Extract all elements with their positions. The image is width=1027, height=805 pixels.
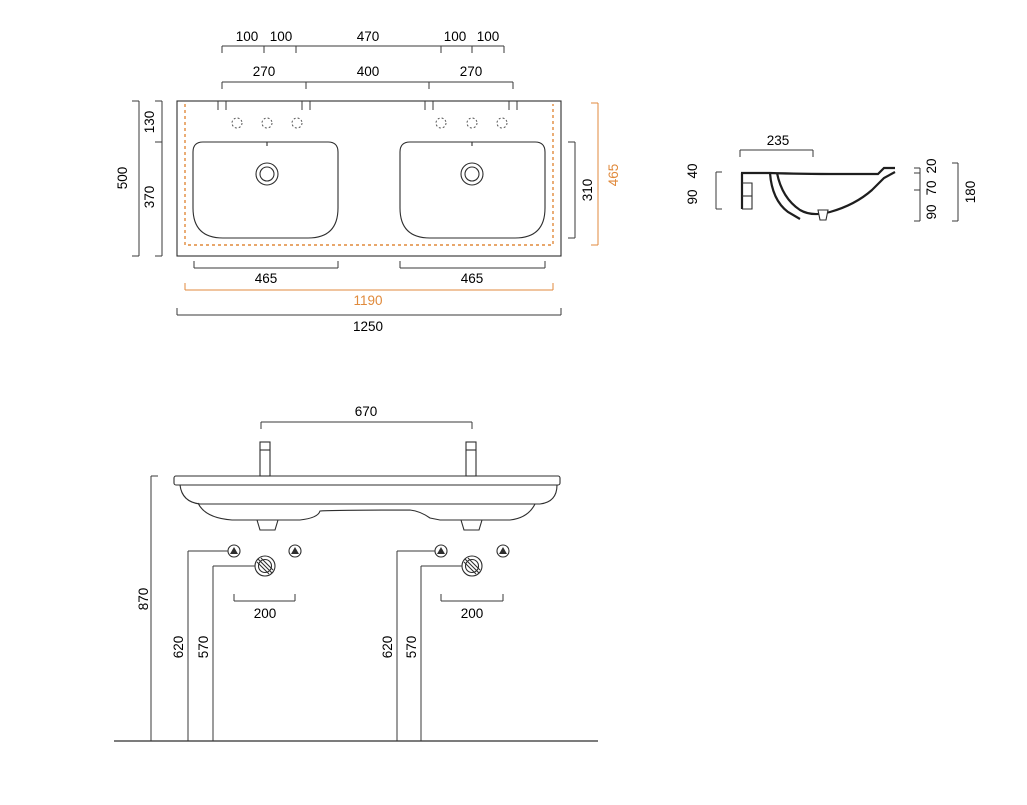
dim-label-620-right: 620 bbox=[380, 636, 395, 659]
front-basin bbox=[173, 475, 561, 531]
dim-label-670: 670 bbox=[355, 404, 378, 419]
dim-label-500: 500 bbox=[115, 167, 130, 190]
top-left-dims: 500 130 370 bbox=[115, 100, 163, 257]
top-view: 100 100 470 100 100 270 400 270 bbox=[115, 29, 621, 334]
dim-label-465-left: 465 bbox=[255, 271, 278, 286]
dim-label-side-90-right: 90 bbox=[924, 204, 939, 219]
dim-label-row1-4: 100 bbox=[444, 29, 467, 44]
right-drain-icon bbox=[460, 162, 484, 186]
top-bottom-dims: 465 465 1190 1250 bbox=[176, 261, 562, 334]
dim-label-side-20: 20 bbox=[924, 158, 939, 173]
inner-area-outline bbox=[184, 104, 554, 246]
top-dim-row1: 100 100 470 100 100 bbox=[221, 29, 505, 53]
side-left-dims: 90 40 bbox=[685, 163, 722, 210]
dim-label-side-180: 180 bbox=[963, 181, 978, 204]
dim-label-310: 310 bbox=[580, 179, 595, 202]
dim-label-side-90-left: 90 bbox=[685, 189, 700, 204]
front-view: 670 bbox=[114, 404, 598, 742]
dim-label-row1-5: 100 bbox=[477, 29, 500, 44]
dim-label-side-40-left: 40 bbox=[685, 163, 700, 178]
dim-label-620-left: 620 bbox=[171, 636, 186, 659]
side-view: 235 90 40 90 70 20 bbox=[685, 133, 978, 222]
dim-label-200-right: 200 bbox=[461, 606, 484, 621]
left-plumbing: 200 bbox=[227, 544, 302, 621]
left-drain-icon bbox=[255, 162, 279, 186]
right-waste-outlet-icon bbox=[461, 555, 483, 577]
dim-label-row1-2: 100 bbox=[270, 29, 293, 44]
dim-label-side-70: 70 bbox=[924, 180, 939, 195]
dim-label-1250: 1250 bbox=[353, 319, 383, 334]
dim-label-200-left: 200 bbox=[254, 606, 277, 621]
front-height-dims: 870 620 570 620 570 bbox=[136, 475, 462, 741]
top-dim-row2: 270 400 270 bbox=[221, 64, 514, 89]
dim-label-row2-1: 270 bbox=[253, 64, 276, 79]
dim-label-1190: 1190 bbox=[353, 293, 382, 308]
tap-hole-ticks bbox=[217, 101, 518, 110]
dim-label-235: 235 bbox=[767, 133, 790, 148]
left-waste-outlet-icon bbox=[254, 555, 276, 577]
tap-holes bbox=[231, 117, 508, 129]
basin-outline bbox=[176, 100, 562, 257]
dim-label-465-depth: 465 bbox=[606, 164, 621, 187]
dim-label-870: 870 bbox=[136, 588, 151, 611]
right-bowl bbox=[399, 141, 546, 239]
left-bowl bbox=[192, 141, 339, 239]
right-plumbing: 200 bbox=[434, 544, 510, 621]
dim-label-570-right: 570 bbox=[404, 636, 419, 659]
dim-label-row1-1: 100 bbox=[236, 29, 259, 44]
side-right-dims: 90 70 20 180 bbox=[914, 158, 978, 222]
left-tap-icon bbox=[259, 441, 271, 477]
dim-label-130: 130 bbox=[142, 111, 157, 134]
dim-label-row2-2: 400 bbox=[357, 64, 380, 79]
dim-label-370: 370 bbox=[142, 186, 157, 209]
top-right-dims: 310 465 bbox=[568, 102, 621, 246]
right-tap-icon bbox=[465, 441, 477, 477]
side-profile bbox=[740, 166, 896, 221]
dim-label-570-left: 570 bbox=[196, 636, 211, 659]
dim-label-row1-3: 470 bbox=[357, 29, 380, 44]
dim-label-row2-3: 270 bbox=[460, 64, 483, 79]
dim-label-465-right: 465 bbox=[461, 271, 484, 286]
